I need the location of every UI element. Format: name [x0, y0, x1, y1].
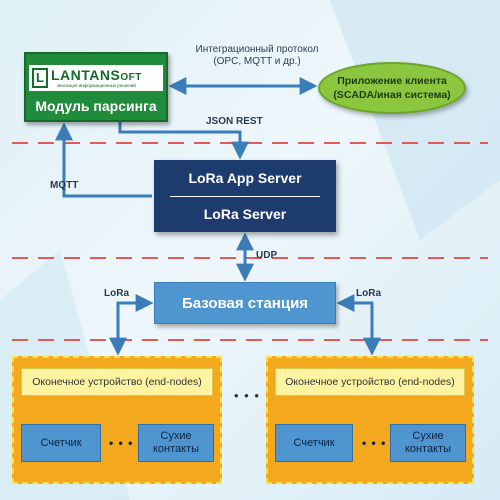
- dry-contacts-line1: Сухие: [412, 430, 444, 442]
- logo-name-main: LANTANS: [51, 66, 121, 83]
- node-group-left: Оконечное устройство (end-nodes) Счетчик…: [12, 356, 222, 484]
- lora-left-label: LoRa: [104, 288, 129, 299]
- lora-server-label: LoRa Server: [203, 205, 287, 222]
- lantansoft-logo: L LANTANSOFT эволюция информационных реш…: [28, 64, 164, 92]
- udp-label: UDP: [256, 250, 278, 261]
- node-group-right: Оконечное устройство (end-nodes) Счетчик…: [266, 356, 474, 484]
- client-application: Приложение клиента (SCADA/иная система): [318, 62, 466, 114]
- dry-contacts-line2: контакты: [152, 443, 200, 455]
- group-dots: • • •: [109, 436, 134, 450]
- meter-label: Счетчик: [293, 436, 335, 449]
- meter-label: Счетчик: [40, 436, 82, 449]
- logo-name-suffix: OFT: [120, 71, 142, 83]
- lora-right-label: LoRa: [356, 288, 381, 299]
- integration-line1: Интеграционный протокол: [195, 44, 319, 55]
- lora-right-arrow: [336, 294, 381, 356]
- end-node-box: Оконечное устройство (end-nodes): [21, 368, 213, 396]
- dry-contacts-box: Сухие контакты: [390, 424, 466, 462]
- end-node-box: Оконечное устройство (end-nodes): [275, 368, 465, 396]
- parsing-module-title: Модуль парсинга: [35, 98, 157, 114]
- integration-protocol-label: Интеграционный протокол (OPC, MQTT и др.…: [184, 44, 330, 68]
- between-groups-dots: • • •: [234, 388, 260, 403]
- json-rest-arrow: [118, 122, 249, 160]
- lora-server-block: LoRa App Server LoRa Server: [154, 160, 336, 232]
- dry-contacts-box: Сухие контакты: [138, 424, 214, 462]
- meter-box: Счетчик: [275, 424, 353, 462]
- integration-line2: (OPC, MQTT и др.): [213, 56, 301, 67]
- client-app-line2: (SCADA/иная система): [333, 89, 451, 101]
- dry-contacts-line1: Сухие: [160, 430, 192, 442]
- background-stripe: [330, 0, 500, 240]
- dry-contacts-line2: контакты: [404, 443, 452, 455]
- lora-left-arrow: [109, 294, 154, 356]
- logo-mark: L: [32, 68, 48, 88]
- server-divider: [170, 195, 320, 197]
- lora-app-server-label: LoRa App Server: [188, 169, 302, 186]
- logo-wordmark: LANTANSOFT эволюция информационных решен…: [51, 68, 142, 89]
- base-station: Базовая станция: [154, 282, 336, 324]
- parsing-module: L LANTANSOFT эволюция информационных реш…: [24, 52, 168, 122]
- client-app-line1: Приложение клиента: [337, 75, 447, 87]
- base-station-label: Базовая станция: [181, 294, 309, 312]
- mqtt-label: MQTT: [50, 180, 79, 191]
- json-rest-label: JSON REST: [206, 116, 263, 127]
- meter-box: Счетчик: [21, 424, 101, 462]
- logo-tagline: эволюция информационных решений: [56, 82, 136, 88]
- group-dots: • • •: [362, 436, 387, 450]
- mqtt-arrow: [55, 122, 152, 198]
- logo-name: LANTANSOFT: [51, 68, 142, 83]
